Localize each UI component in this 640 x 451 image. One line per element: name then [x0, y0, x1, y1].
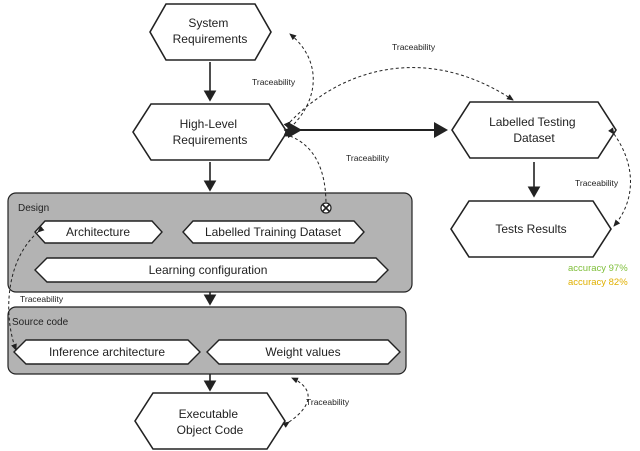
node-weight-values — [206, 339, 401, 365]
node-tests-results — [450, 200, 612, 258]
node-high-level-requirements — [132, 103, 288, 161]
node-system-requirements — [149, 3, 272, 61]
node-labelled-training-dataset — [182, 220, 365, 244]
traceability-label-4: Traceability — [575, 178, 619, 188]
trace-hlr-testing — [283, 67, 514, 129]
trace-testing-results — [608, 127, 631, 227]
svg-text:System Requirements: System Requirements — [173, 16, 248, 46]
traceability-label-6: Traceability — [306, 397, 350, 407]
source-code-group-title: Source code — [12, 317, 69, 328]
accuracy-line-2: accuracy 82% — [568, 277, 628, 288]
cross-marker-icon — [320, 202, 332, 214]
trace-exec-source — [282, 377, 309, 428]
svg-text:Executable Object Code: Executable Object Code — [177, 407, 244, 437]
traceability-label-3: Traceability — [346, 153, 390, 163]
accuracy-line-1: accuracy 97% — [568, 263, 628, 274]
node-executable-object-code — [134, 392, 286, 450]
node-architecture — [34, 220, 163, 244]
architecture-label: Architecture — [66, 225, 130, 239]
learning-configuration-label: Learning configuration — [149, 263, 268, 277]
testing-dataset-line1: Labelled Testing — [489, 115, 576, 129]
labelled-training-dataset-label: Labelled Training Dataset — [205, 225, 342, 239]
hlr-line2: Requirements — [173, 133, 248, 147]
node-labelled-testing-dataset — [451, 101, 617, 159]
trace-architecture-inference — [8, 225, 45, 351]
inference-architecture-label: Inference architecture — [49, 345, 165, 359]
exec-line2: Object Code — [177, 423, 244, 437]
system-requirements-line1: System — [188, 16, 228, 30]
svg-text:High-Level Requirements: High-Level Requirements — [173, 117, 248, 147]
weight-values-label: Weight values — [265, 345, 340, 359]
traceability-label-1: Traceability — [252, 77, 296, 87]
node-learning-configuration — [34, 257, 389, 283]
trace-hlr-training — [283, 130, 327, 206]
exec-line1: Executable — [179, 407, 239, 421]
traceability-label-2: Traceability — [392, 42, 436, 52]
testing-dataset-line2: Dataset — [513, 131, 555, 145]
design-group-title: Design — [18, 203, 49, 214]
system-requirements-line2: Requirements — [173, 32, 248, 46]
tests-results-label: Tests Results — [495, 222, 566, 236]
hlr-line1: High-Level — [180, 117, 237, 131]
traceability-label-5: Traceability — [20, 294, 64, 304]
